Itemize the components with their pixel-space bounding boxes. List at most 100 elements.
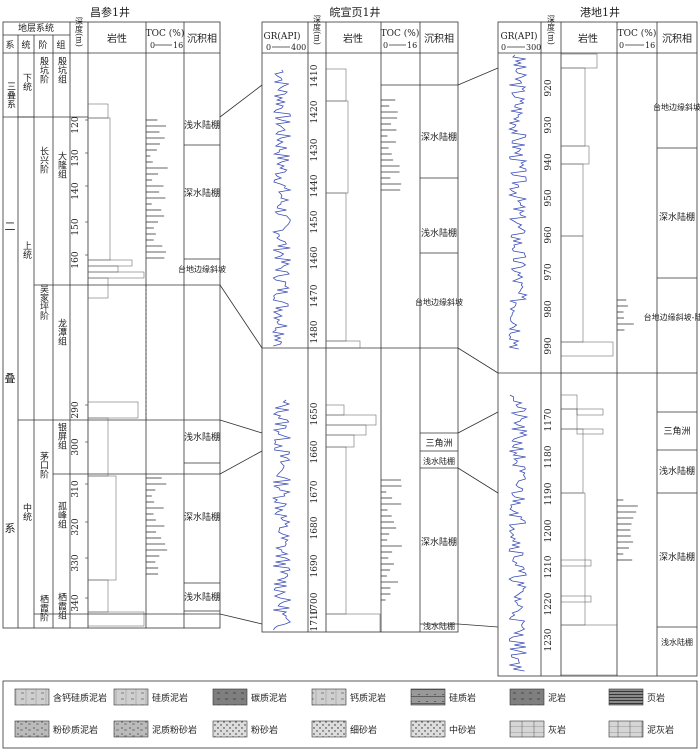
hdr-depth-wx: 深度(m) [313, 15, 322, 45]
depth-label-wx: 1420 [310, 100, 320, 123]
depth-label-cc: 120 [71, 116, 81, 133]
toc-min-gd: 0 [619, 41, 624, 50]
legend-label: 硅质岩 [449, 692, 476, 704]
series-middle: 中统 [21, 502, 32, 522]
facies-wx-7: 浅水陆棚 [423, 621, 455, 631]
facies-gd-3: 台地边缘斜坡-陆棚 [644, 312, 700, 322]
legend: 含钙硅质泥岩硅质泥岩碳质泥岩钙质泥岩硅质岩泥岩页岩粉砂质泥岩泥质粉砂岩粉砂岩细砂… [2, 680, 698, 749]
depth-label-cc: 330 [71, 554, 81, 571]
depth-label-cc: 340 [71, 594, 81, 611]
hdr-toc-cc: TOC (%) [146, 28, 185, 39]
gr-line [508, 394, 529, 672]
hdr-gr-gd: GR(API) [500, 31, 537, 42]
legend-label: 泥岩 [548, 692, 566, 704]
toc-curve-changcan [146, 119, 168, 575]
group-qixia: 栖霞组 [56, 591, 67, 619]
stage-changxing: 长兴阶 [38, 145, 49, 174]
hdr-depth-gd: 深度(m) [547, 15, 556, 45]
legend-label: 钙质泥岩 [350, 692, 386, 704]
depth-label-gd: 940 [544, 153, 554, 170]
legend-label: 泥灰岩 [647, 724, 674, 736]
hdr-stage: 阶 [38, 39, 47, 51]
group-yinping: 银屏组 [56, 421, 67, 449]
facies-wx-3: 台地边缘斜坡 [415, 297, 463, 307]
system-permian-3: 系 [5, 522, 16, 535]
facies-cc-6: 浅水陆棚 [184, 591, 220, 603]
hdr-depth-cc: 深度(m) [75, 17, 84, 47]
toc-curve-gangdi [617, 299, 638, 561]
depth-label-wx: 1710 [310, 608, 320, 631]
well-title-wanxuanye: 皖宣页1井 [330, 5, 381, 19]
legend-swatch [212, 720, 248, 738]
legend-swatch [509, 688, 545, 706]
legend-label: 中砂岩 [449, 724, 476, 736]
system-permian-2: 叠 [5, 372, 16, 385]
facies-gd-4: 三角洲 [663, 425, 690, 437]
group-longtan: 龙潭组 [56, 317, 67, 345]
depth-label-wx: 1450 [310, 210, 320, 233]
depth-label-gd: 1180 [544, 445, 554, 468]
changcan-frame [2, 21, 221, 629]
gr-max-wx: 400 [291, 43, 306, 52]
series-upper: 上统 [21, 241, 32, 260]
depth-label-gd: 920 [544, 79, 554, 96]
hdr-system: 系 [5, 40, 14, 51]
stage-wujiaping: 吴家坪阶 [38, 284, 49, 321]
gr-line [508, 54, 528, 350]
gr-line [271, 399, 292, 631]
depth-label-wx: 1650 [310, 402, 320, 425]
depth-label-wx: 1670 [310, 480, 320, 503]
toc-min-wx: 0 [383, 41, 388, 50]
depth-label-gd: 1220 [544, 592, 554, 615]
legend-swatch [212, 688, 248, 706]
facies-gd-1: 台地边缘斜坡 [653, 102, 700, 112]
depth-label-cc: 130 [71, 149, 81, 166]
legend-label: 灰岩 [548, 724, 566, 736]
depth-label-gd: 1170 [544, 408, 554, 431]
depth-label-cc: 160 [71, 251, 81, 268]
facies-wx-1: 深水陆棚 [421, 131, 457, 143]
hdr-facies-cc: 沉积相 [187, 32, 217, 45]
legend-swatch [608, 688, 644, 706]
well-title-changcan: 昌参1井 [90, 5, 130, 19]
depth-label-gd: 960 [544, 226, 554, 243]
depth-label-wx: 1680 [310, 516, 320, 539]
depth-label-gd: 990 [544, 337, 554, 354]
gr-max-gd: 300 [526, 43, 541, 52]
hdr-toc-wx: TOC (%) [381, 28, 420, 39]
hdr-litho-wx: 岩性 [343, 32, 363, 45]
facies-gd-2: 深水陆棚 [659, 211, 695, 223]
depth-label-wx: 1410 [310, 64, 320, 87]
gr-min-gd: 0 [501, 43, 506, 52]
toc-max-cc: 16 [173, 41, 183, 50]
facies-cc-3: 台地边缘斜坡 [178, 264, 226, 274]
depth-label-cc: 320 [71, 518, 81, 535]
facies-cc-4: 浅水陆棚 [184, 431, 220, 443]
depth-label-wx: 1430 [310, 138, 320, 161]
hdr-litho-gd: 岩性 [578, 32, 598, 45]
group-gufeng: 孤峰组 [56, 500, 67, 528]
depth-label-cc: 140 [71, 182, 81, 199]
legend-swatch [608, 720, 644, 738]
well-changcan: 昌参1井 地层系统 系 统 阶 组 深度(m) 岩性 TOC (%) 0 16 … [2, 5, 226, 629]
depth-label-gd: 970 [544, 263, 554, 280]
depth-label-cc: 300 [71, 438, 81, 455]
depth-label-gd: 1230 [544, 628, 554, 651]
hdr-series: 统 [21, 39, 30, 51]
correlation-lines [219, 67, 499, 628]
legend-label: 粉砂岩 [251, 724, 278, 736]
hdr-facies-gd: 沉积相 [662, 32, 692, 45]
hdr-facies-wx: 沉积相 [424, 32, 454, 45]
legend-swatch [311, 688, 347, 706]
depth-label-wx: 1470 [310, 284, 320, 307]
hdr-litho-cc: 岩性 [107, 32, 127, 45]
depth-label-gd: 980 [544, 300, 554, 317]
depth-label-gd: 950 [544, 189, 554, 206]
stage-qixia: 栖霞阶 [38, 593, 49, 622]
depth-label-wx: 1690 [310, 554, 320, 577]
legend-swatch [113, 688, 149, 706]
legend-swatch [113, 720, 149, 738]
toc-max-gd: 16 [645, 41, 655, 50]
